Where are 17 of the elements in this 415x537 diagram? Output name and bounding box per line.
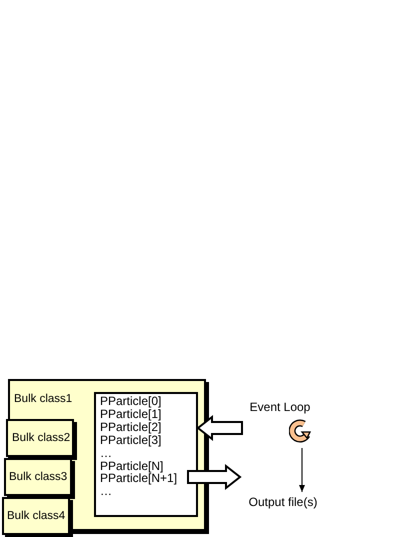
list-item: … (100, 446, 112, 460)
block-arrow (187, 464, 242, 490)
list-item: PParticle[N+1] (100, 472, 178, 486)
list-box (94, 392, 198, 517)
class-box: Bulk class2 (6, 419, 74, 457)
list-item: PParticle[N] (100, 460, 164, 472)
class-box: Bulk class3 (4, 458, 72, 496)
list-item: PParticle[3] (100, 434, 162, 447)
node-label: Output file(s) (248, 495, 318, 509)
block-arrow (196, 414, 243, 442)
list-item: … (100, 485, 112, 498)
arrow (299, 448, 305, 492)
list-item: PParticle[1] (100, 408, 162, 421)
list-item: PParticle[0] (100, 395, 162, 408)
list-item: PParticle[2] (100, 420, 162, 434)
node-label: Event Loop (248, 400, 312, 414)
class-box: Bulk class4 (2, 497, 70, 535)
